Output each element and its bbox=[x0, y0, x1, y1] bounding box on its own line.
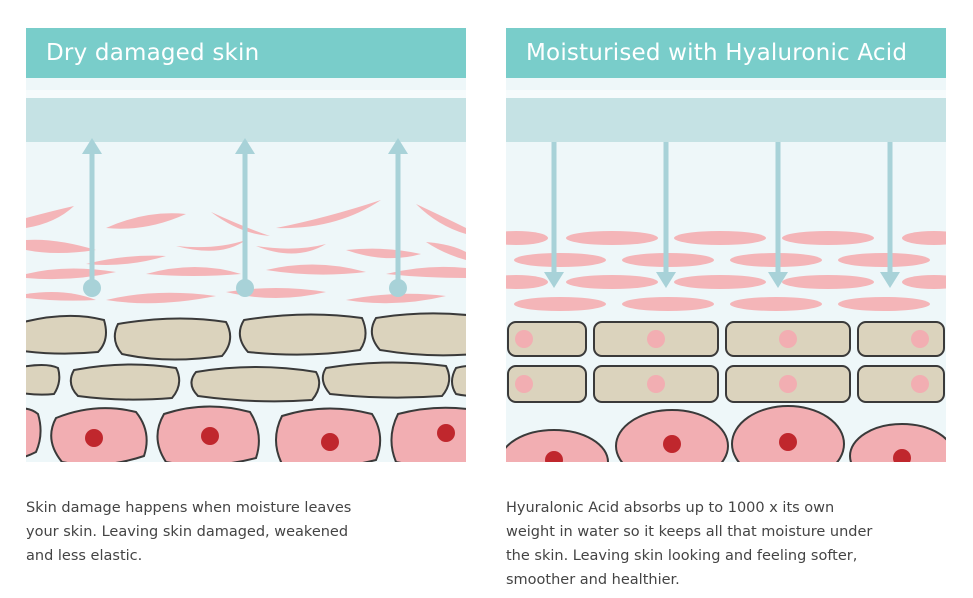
skin-surface-band bbox=[26, 98, 466, 142]
dry-skin-panel: Dry damaged skin bbox=[26, 28, 466, 462]
damaged-cell-layer bbox=[26, 312, 466, 403]
dry-skin-caption: Skin damage happens when moisture leaves… bbox=[26, 500, 352, 564]
moisture-escape-arrows bbox=[82, 138, 408, 297]
moisturised-skin-title: Moisturised with Hyaluronic Acid bbox=[506, 28, 946, 78]
moisturised-skin-caption: Hyuralonic Acid absorbs up to 1000 x its… bbox=[506, 500, 873, 588]
cell-dots bbox=[515, 330, 929, 393]
dry-skin-illustration bbox=[26, 78, 466, 462]
dry-skin-title: Dry damaged skin bbox=[26, 28, 466, 78]
collagen-fibers bbox=[506, 231, 946, 311]
skin-surface-band bbox=[506, 98, 946, 142]
moisture-absorb-arrows bbox=[544, 142, 900, 288]
moisturised-skin-panel: Moisturised with Hyaluronic Acid bbox=[506, 28, 946, 462]
cell-nuclei bbox=[545, 433, 911, 462]
moisturised-skin-illustration bbox=[506, 78, 946, 462]
cell-nuclei bbox=[85, 424, 455, 451]
